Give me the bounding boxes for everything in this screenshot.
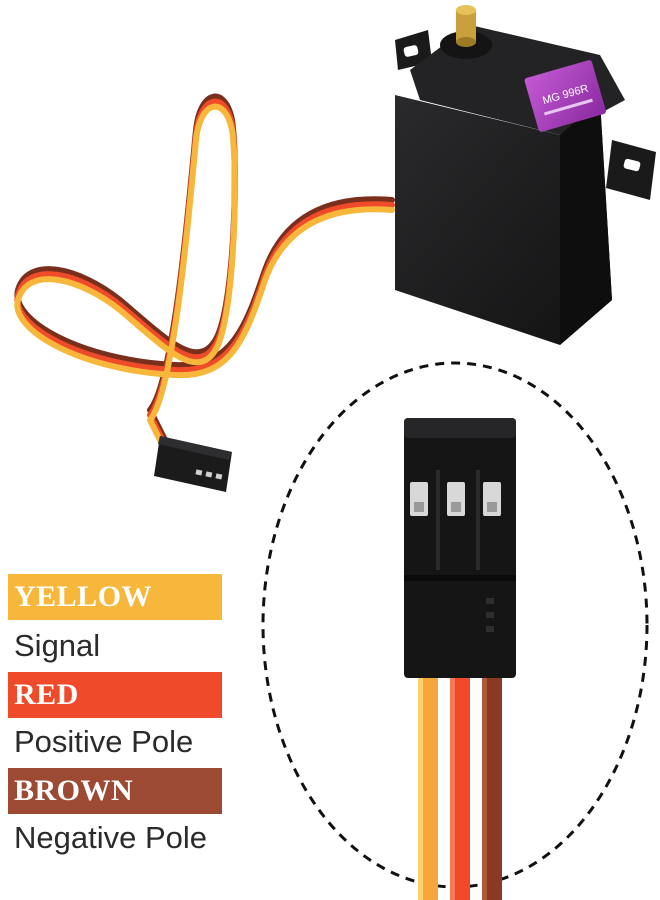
servo-cable bbox=[14, 93, 395, 453]
servo-body bbox=[395, 5, 656, 345]
connector-closeup bbox=[404, 418, 516, 900]
legend-desc-signal: Signal bbox=[14, 628, 101, 663]
legend-name-yellow: YELLOW bbox=[14, 580, 153, 613]
legend-bar-brown: BROWN bbox=[8, 768, 222, 814]
model-label: MG 996R bbox=[524, 60, 606, 132]
legend-name-brown: BROWN bbox=[14, 774, 134, 807]
legend-name-red: RED bbox=[14, 678, 79, 711]
cable-connector bbox=[154, 436, 232, 492]
legend-desc-positive: Positive Pole bbox=[14, 724, 194, 759]
legend-bar-red: RED bbox=[8, 672, 222, 718]
legend-desc-negative: Negative Pole bbox=[14, 820, 208, 855]
legend-bar-yellow: YELLOW bbox=[8, 574, 222, 620]
